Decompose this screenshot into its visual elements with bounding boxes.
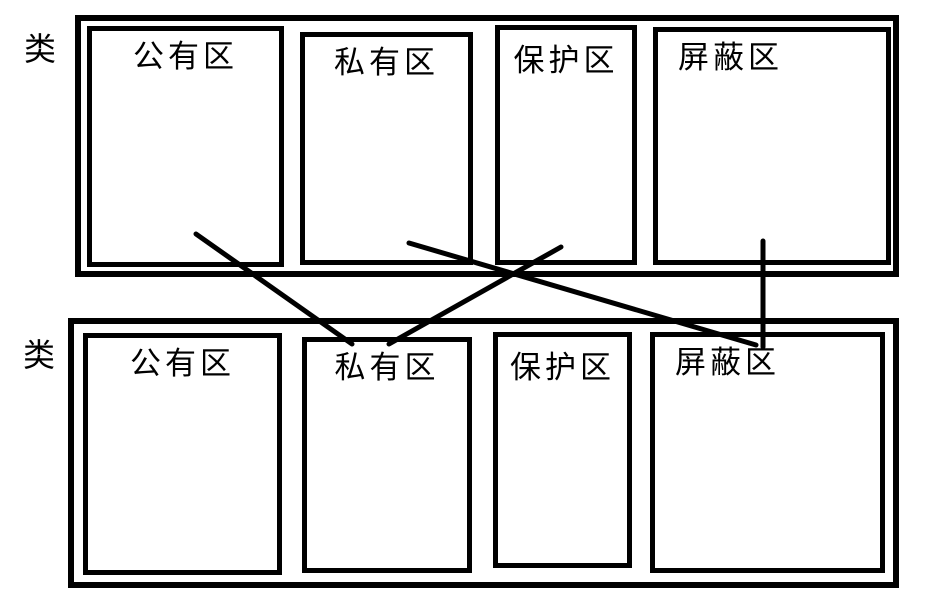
top-area-public-label: 公有区: [133, 39, 238, 75]
top-area-private: 私有区: [300, 32, 473, 265]
bottom-area-shielded-label: 屏蔽区: [675, 345, 780, 381]
top-area-shielded-label: 屏蔽区: [678, 40, 783, 76]
bottom-class-label: 类: [23, 336, 56, 374]
bottom-area-public-label: 公有区: [130, 346, 235, 382]
top-area-protected: 保护区: [495, 25, 637, 265]
top-area-protected-label: 保护区: [513, 43, 619, 79]
bottom-area-protected: 保护区: [493, 332, 632, 568]
bottom-area-public: 公有区: [83, 333, 282, 575]
top-area-private-label: 私有区: [334, 45, 439, 81]
top-class-label: 类: [24, 30, 57, 68]
bottom-area-private: 私有区: [302, 337, 472, 573]
bottom-area-private-label: 私有区: [334, 350, 440, 386]
top-area-shielded: 屏蔽区: [653, 27, 891, 265]
bottom-area-protected-label: 保护区: [510, 350, 615, 386]
top-area-public: 公有区: [87, 26, 284, 267]
bottom-area-shielded: 屏蔽区: [650, 332, 885, 573]
